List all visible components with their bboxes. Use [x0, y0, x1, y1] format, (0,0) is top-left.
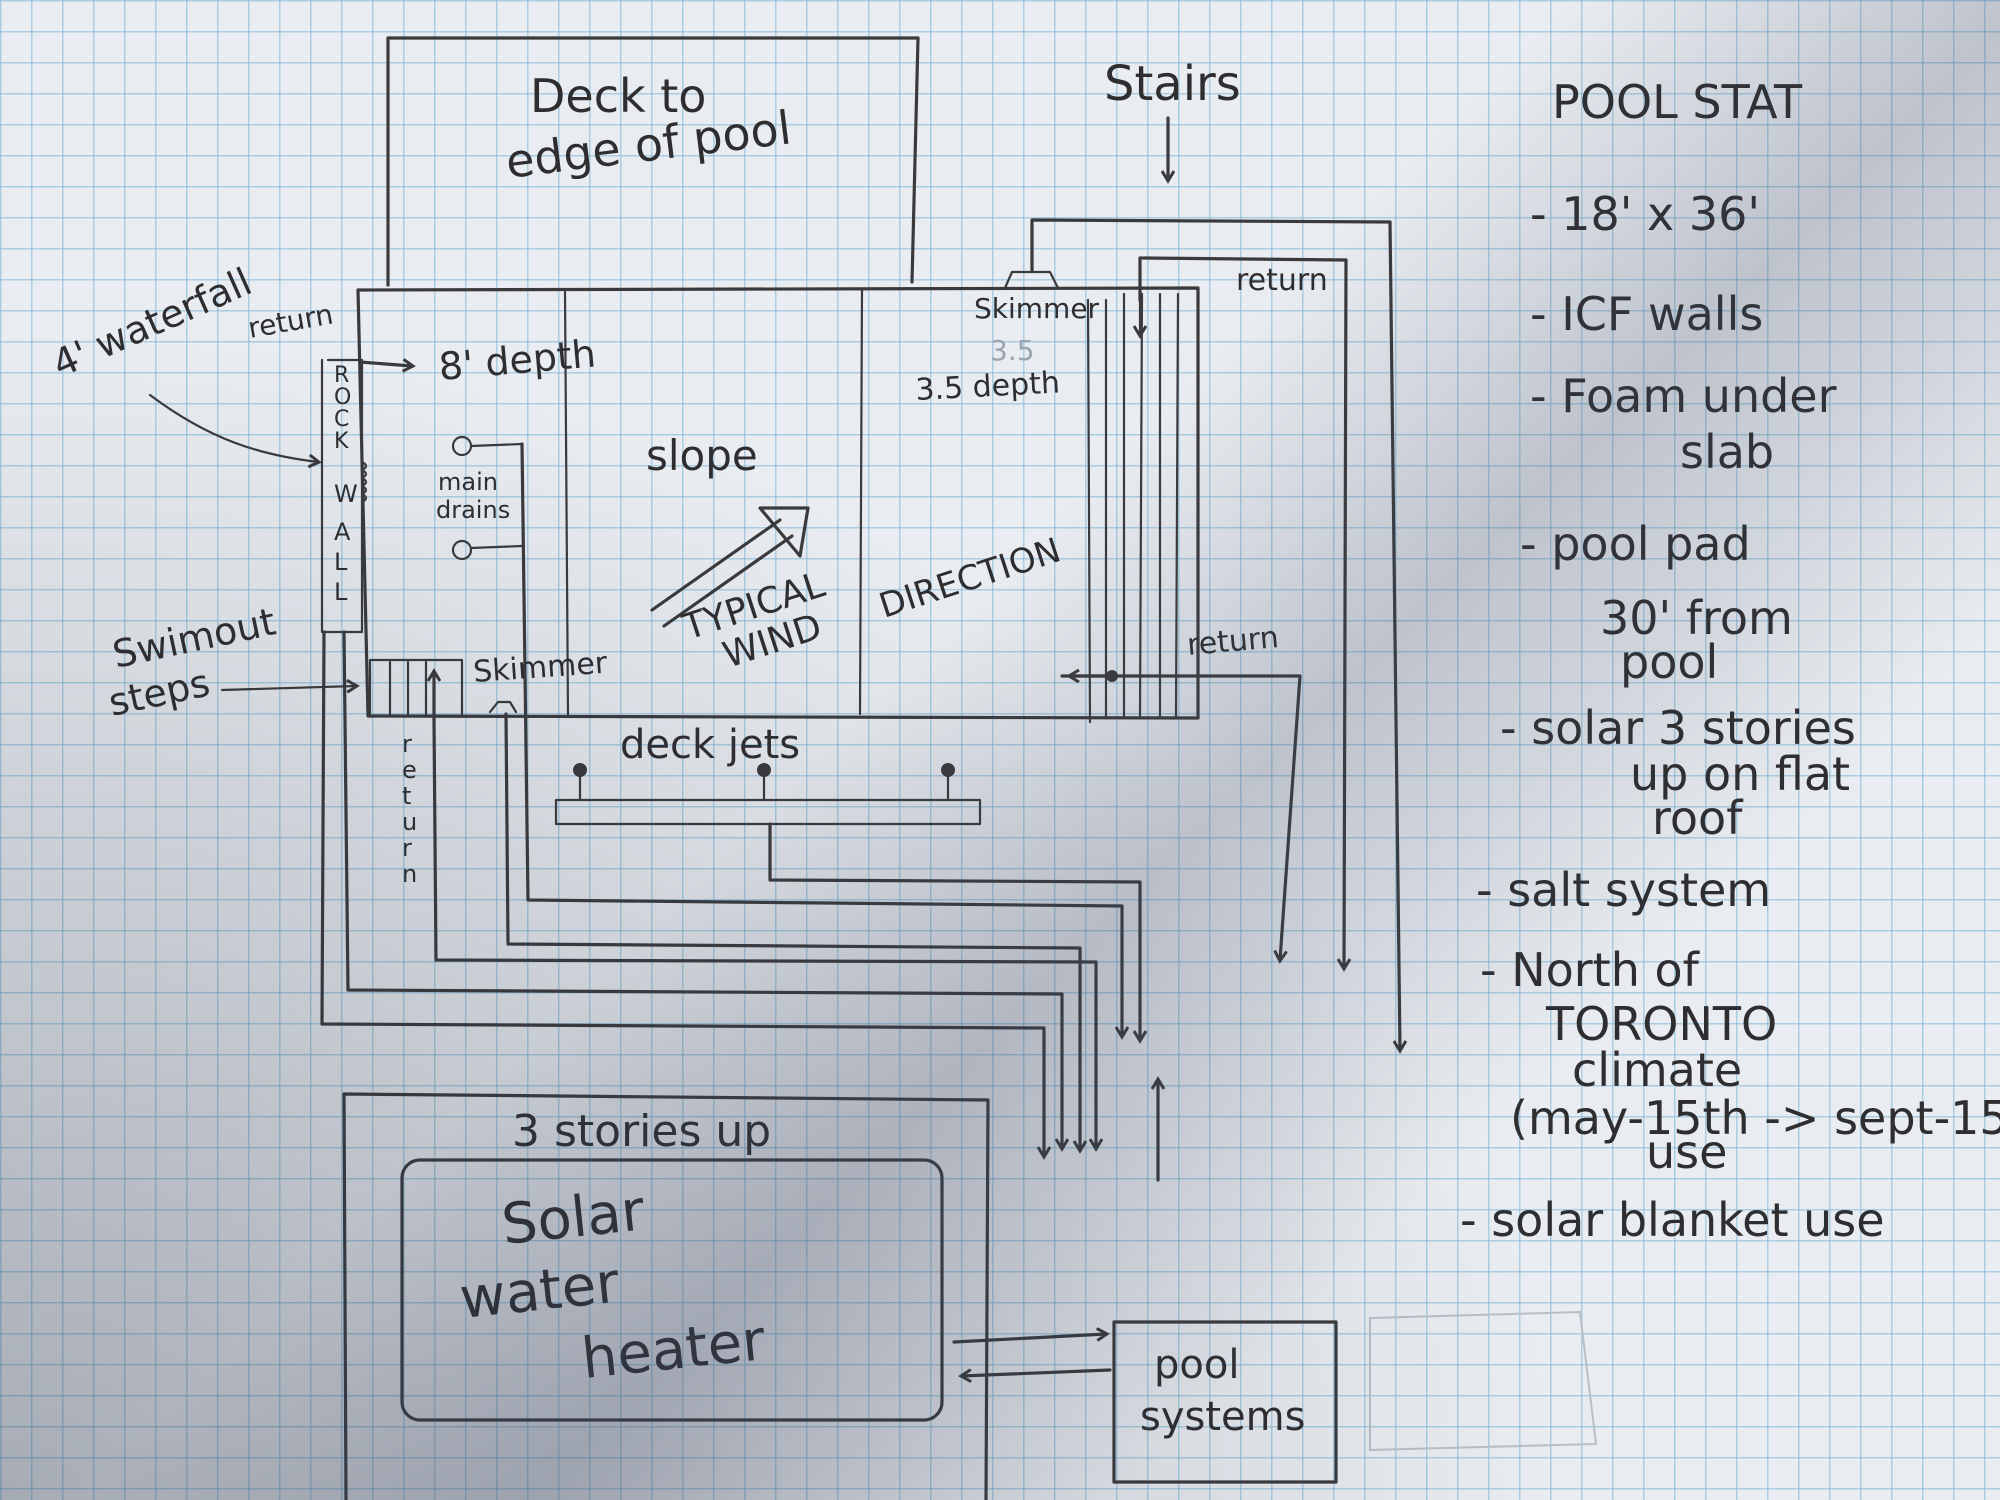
depth-35-faint: 3.5	[990, 334, 1035, 367]
return-top-label: return	[1236, 263, 1328, 298]
stat-icf-walls: - ICF walls	[1530, 287, 1763, 341]
faint-box	[1370, 1312, 1596, 1450]
deck-jet-1-head	[573, 763, 587, 777]
rock-wall-letters: R O C K W A L L	[334, 363, 358, 606]
depth-35-label: 3.5 depth	[915, 365, 1061, 408]
pool-systems-label-1: pool	[1154, 1342, 1239, 1388]
stat-north-line5: use	[1646, 1125, 1727, 1179]
waterfall-label: 4' waterfall	[46, 259, 258, 386]
deck-jet-3-head	[941, 763, 955, 777]
main-drains-label-1: main	[438, 468, 498, 496]
deck-jet-2-head	[757, 763, 771, 777]
return-pipe-top	[1140, 258, 1346, 968]
main-drain-1	[453, 437, 471, 455]
solar-label-3: heater	[579, 1308, 769, 1392]
stair-line-6	[1176, 294, 1178, 716]
pool-stats-title: POOL STAT	[1552, 75, 1803, 129]
return-vertical-letter: u	[402, 808, 417, 836]
main-drains-label-2: drains	[436, 496, 510, 524]
deck-jets-pipe	[770, 824, 1140, 1040]
pool-divider-mid	[860, 290, 862, 714]
slope-label: slope	[646, 431, 758, 480]
wind-direction-label: DIRECTION	[874, 530, 1065, 626]
skimmer-top-symbol	[1005, 272, 1058, 288]
return-left-label: return	[245, 298, 335, 345]
stat-north-line4: (may-15th -> sept-15th)	[1510, 1091, 2000, 1145]
return-vertical-letter: e	[402, 756, 417, 784]
stat-blanket: - solar blanket use	[1460, 1193, 1885, 1247]
stat-size: - 18' x 36'	[1530, 187, 1760, 241]
stat-pad-line1: - pool pad	[1520, 517, 1751, 571]
stat-solar-line3: roof	[1652, 791, 1744, 845]
rock-wall-letter: L	[334, 578, 348, 606]
swimout-steps-lines	[390, 662, 426, 714]
rock-wall-letter: W	[334, 480, 358, 508]
stat-north-line1: - North of	[1480, 943, 1701, 997]
stair-line-4	[1140, 294, 1142, 716]
return-vertical-letter: r	[402, 730, 412, 758]
pipe-skimmer-bottom	[506, 714, 1080, 1150]
main-drain-2	[453, 541, 471, 559]
deck-jets-manifold	[556, 800, 980, 824]
swimout-arrow	[222, 686, 356, 690]
return-middle-label: return	[1186, 620, 1280, 663]
depth-8-label: 8' depth	[437, 331, 598, 389]
waterfall-arrow	[150, 395, 318, 462]
skimmer-bottom-symbol	[490, 702, 516, 712]
stairs-label: Stairs	[1104, 56, 1241, 112]
stat-salt: - salt system	[1476, 863, 1771, 917]
stat-foam-line1: - Foam under	[1530, 369, 1837, 423]
return-middle-node	[1106, 670, 1118, 682]
return-vertical-letter: n	[402, 860, 417, 888]
stat-north-line3: climate	[1572, 1043, 1742, 1097]
skimmer-top-label: Skimmer	[974, 292, 1100, 325]
stat-pad-line3: pool	[1620, 635, 1718, 689]
solar-to-systems-arrow	[954, 1334, 1106, 1342]
return-left-arrow	[360, 362, 412, 366]
systems-to-solar-arrow	[962, 1370, 1110, 1376]
stair-line-1	[1088, 300, 1090, 722]
three-stories-label: 3 stories up	[512, 1106, 771, 1157]
rock-wall-letter: A	[334, 518, 351, 546]
return-vertical-letter: t	[402, 782, 411, 810]
rock-wall-letter: K	[334, 429, 349, 454]
return-vertical-letters: r e t u r n	[402, 730, 417, 888]
skimmer-bottom-label: Skimmer	[472, 646, 609, 690]
deck-jets-label: deck jets	[620, 722, 800, 768]
pipe-left-outer	[322, 632, 1044, 1156]
pool-systems-label-2: systems	[1140, 1394, 1305, 1440]
pipe-left-2	[344, 632, 1062, 1148]
return-vertical-letter: r	[402, 834, 412, 862]
pool-stats: POOL STAT - 18' x 36' - ICF walls - Foam…	[1460, 75, 2000, 1247]
stat-foam-line2: slab	[1680, 425, 1774, 479]
solar-label-1: Solar	[499, 1178, 649, 1258]
swimout-steps-box	[370, 660, 462, 716]
solar-label-2: water	[457, 1250, 623, 1331]
rock-wall-letter: L	[334, 548, 348, 576]
